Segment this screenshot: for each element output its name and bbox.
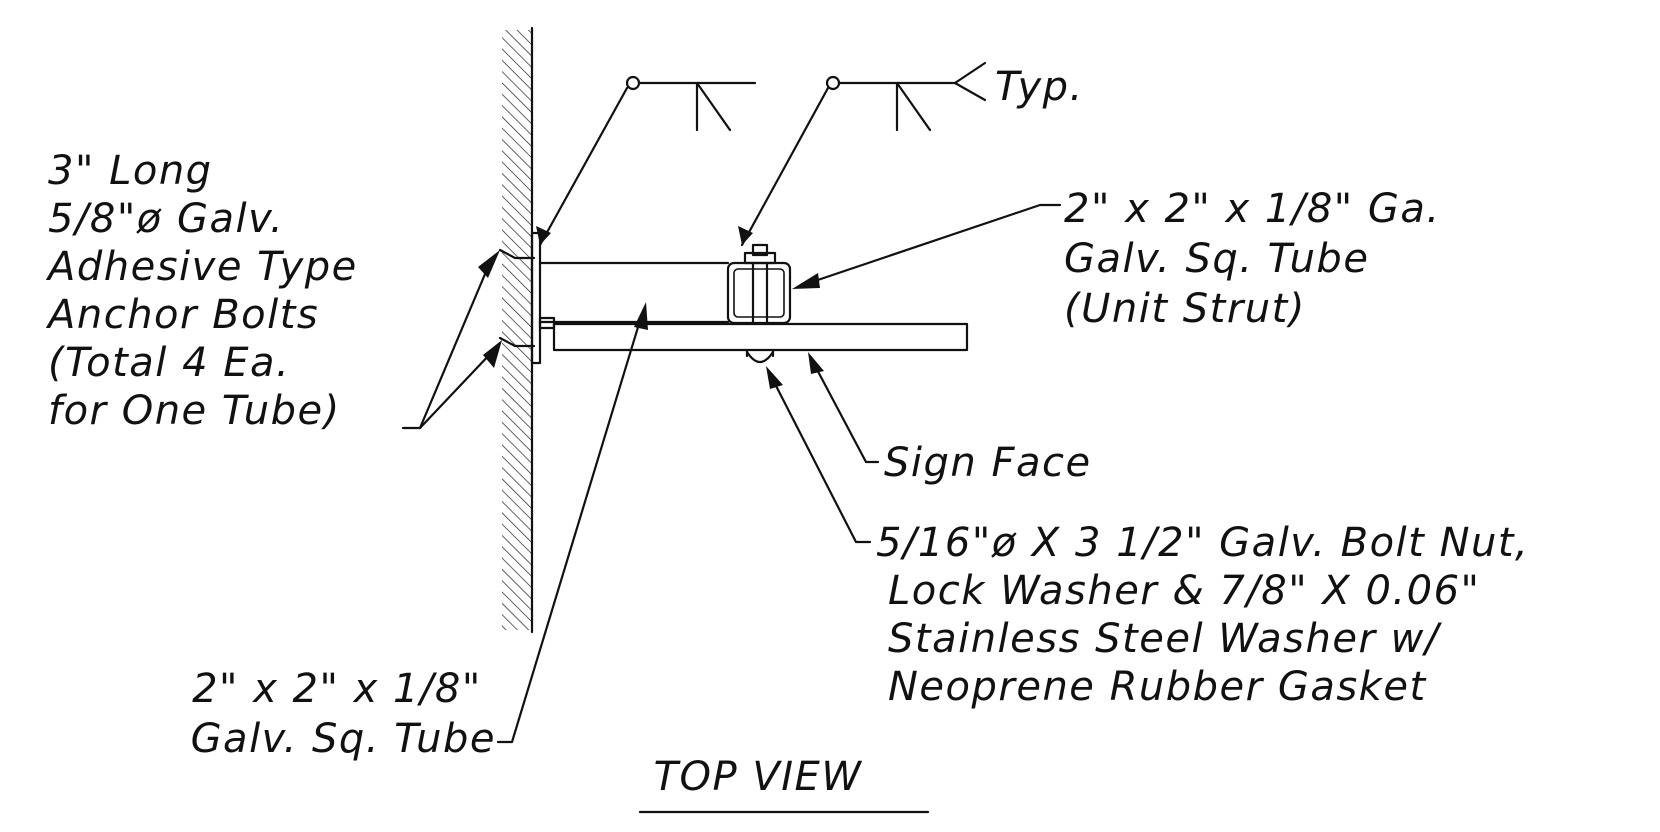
bolt-nut-line-4: Neoprene Rubber Gasket <box>888 664 1427 710</box>
typ-label: Typ. <box>995 64 1084 110</box>
bolt-washer <box>745 350 775 364</box>
unit-strut-line-3: (Unit Strut) <box>1064 286 1306 332</box>
view-title: TOP VIEW <box>654 754 863 800</box>
anchor-bolts-line-5: (Total 4 Ea. <box>48 340 290 386</box>
unit-strut-line-2: Galv. Sq. Tube <box>1064 236 1369 282</box>
sq-tube-line-1: 2" x 2" x 1/8" <box>192 666 482 712</box>
anchor-bolts-line-4: Anchor Bolts <box>45 292 319 338</box>
leader-unit-strut <box>792 203 1062 289</box>
base-plate <box>530 231 542 365</box>
bolt-nut-line-1: 5/16"ø X 3 1/2" Galv. Bolt Nut, <box>876 520 1529 566</box>
anchor-bolts-line-2: 5/8"ø Galv. <box>48 196 284 242</box>
unit-strut <box>726 243 792 325</box>
sign-face-label: Sign Face <box>884 440 1092 486</box>
unit-strut-line-1: 2" x 2" x 1/8" Ga. <box>1064 186 1441 232</box>
weld-symbol-1 <box>536 75 757 247</box>
wall <box>502 26 534 634</box>
square-tube-upper <box>538 261 730 324</box>
leader-sign-face <box>808 352 880 464</box>
anchor-bolts-line-6: for One Tube) <box>48 388 341 434</box>
unit-strut-label: 2" x 2" x 1/8" Ga. Galv. Sq. Tube (Unit … <box>1064 186 1455 332</box>
anchor-bolt-upper <box>498 248 536 260</box>
anchor-bolts-line-1: 3" Long <box>48 148 213 194</box>
sq-tube-line-2: Galv. Sq. Tube <box>191 716 496 762</box>
anchor-bolts-line-3: Adhesive Type <box>45 244 358 290</box>
sq-tube-label: 2" x 2" x 1/8" Galv. Sq. Tube <box>191 666 496 762</box>
anchor-bolt-lower <box>498 336 536 348</box>
weld-symbol-2 <box>738 61 987 247</box>
bolt-nut-label: 5/16"ø X 3 1/2" Galv. Bolt Nut, Lock Was… <box>876 520 1543 710</box>
bolt-nut-line-3: Stainless Steel Washer w/ <box>888 616 1443 662</box>
sign-face-plate <box>552 322 969 352</box>
anchor-bolts-label: 3" Long 5/8"ø Galv. Adhesive Type Anchor… <box>45 148 372 434</box>
wall-hatch <box>502 30 532 630</box>
bolt-nut-line-2: Lock Washer & 7/8" X 0.06" <box>888 568 1480 614</box>
leader-anchor-bolts <box>401 250 502 430</box>
leader-sq-tube <box>496 302 648 744</box>
leader-bolt-nut <box>766 366 872 544</box>
